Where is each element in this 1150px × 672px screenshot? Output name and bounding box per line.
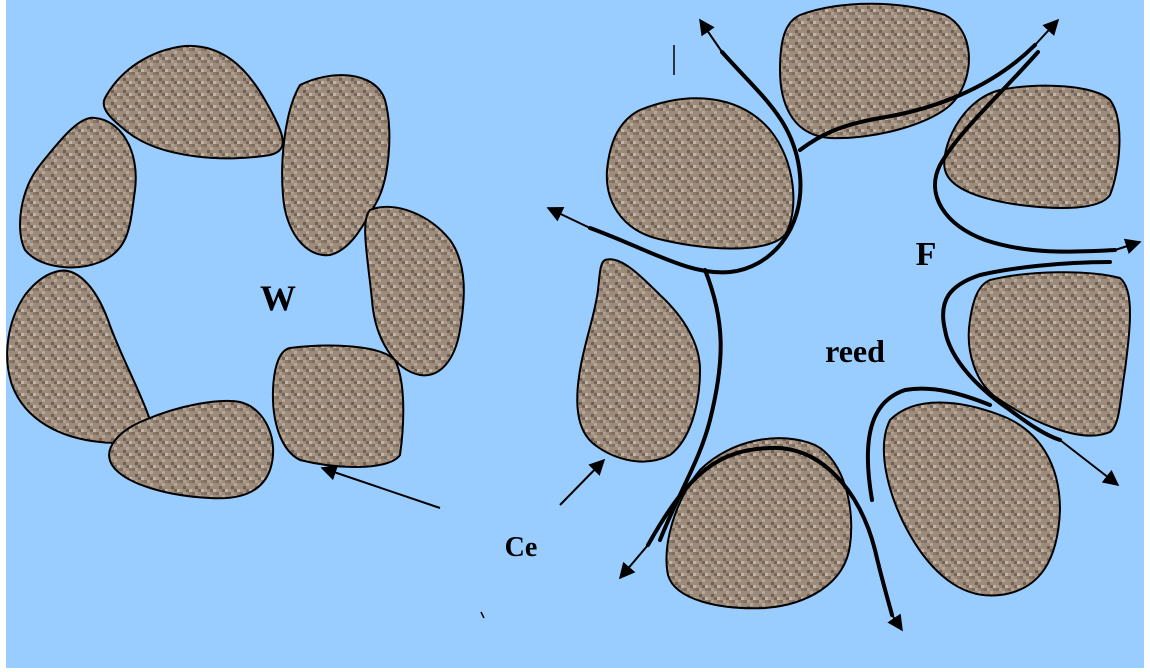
- label-w: W: [260, 278, 296, 318]
- particle: [273, 346, 403, 467]
- label-reed: reed: [825, 333, 885, 369]
- label-f: F: [916, 236, 937, 273]
- label-ce: Ce: [505, 532, 538, 563]
